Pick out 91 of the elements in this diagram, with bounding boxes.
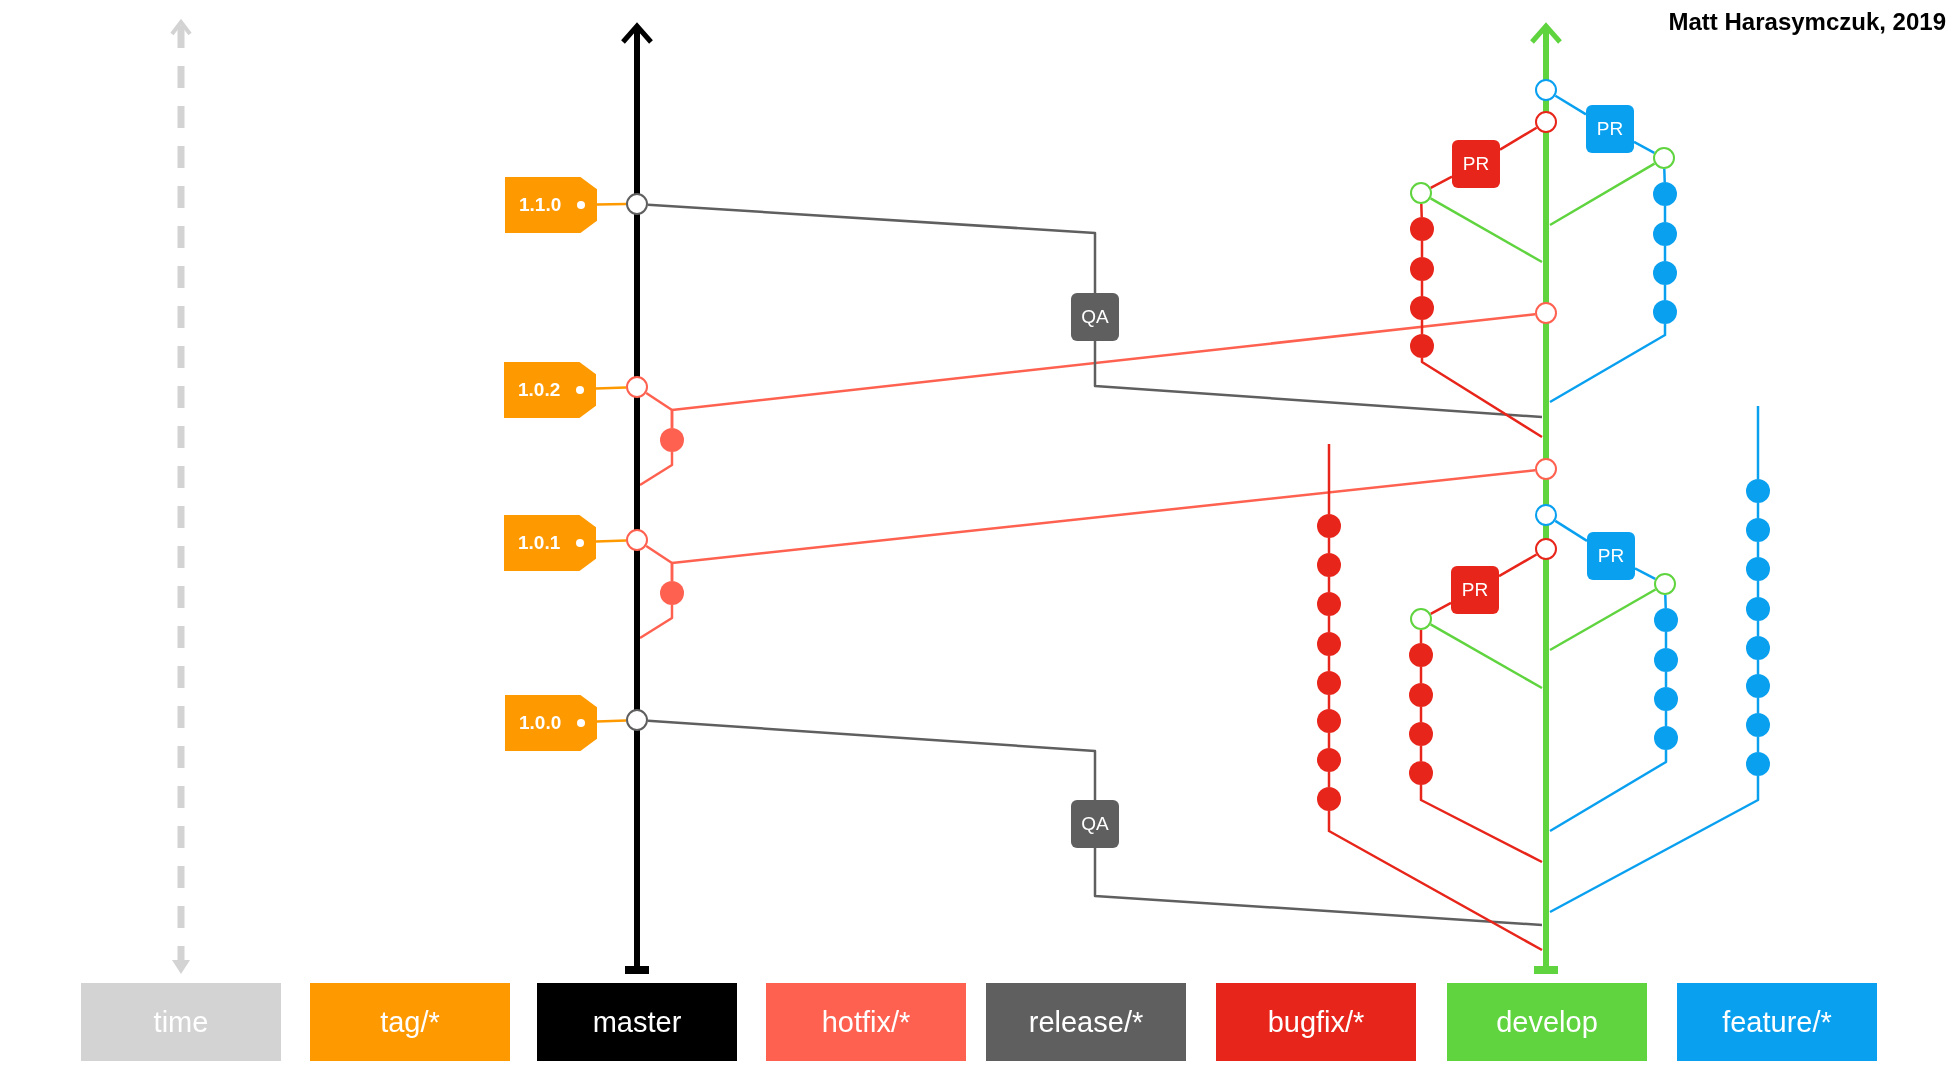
merge-commit-circle — [1653, 147, 1675, 169]
commit-dot — [660, 428, 684, 452]
branch-connector-line — [1499, 126, 1538, 151]
branch-connector-line — [1554, 94, 1587, 116]
commit-dot — [1409, 722, 1433, 746]
qa-step-box: QA — [1071, 800, 1119, 848]
commit-dot — [1746, 557, 1770, 581]
commit-dot — [1654, 726, 1678, 750]
legend-chip: feature/* — [1677, 983, 1877, 1061]
commit-dot — [1409, 643, 1433, 667]
commit-dot — [660, 581, 684, 605]
branch-connector-line — [1429, 197, 1543, 264]
qa-step-box: QA — [1071, 293, 1119, 341]
commit-dot — [1317, 553, 1341, 577]
branch-connector-line — [595, 539, 627, 543]
author-credit: Matt Harasymczuk, 2019 — [1668, 8, 1946, 36]
branch-connector-line — [1549, 776, 1760, 914]
branch-connector-line — [670, 468, 1536, 581]
branch-connector-line — [1093, 848, 1543, 927]
branch-connector-line — [1664, 594, 1667, 609]
commit-dot — [1409, 761, 1433, 785]
branch-connector-line — [1498, 553, 1538, 578]
commit-dot — [1317, 671, 1341, 695]
branch-connector-line — [647, 719, 1097, 800]
version-tag: 1.0.1 — [504, 515, 596, 571]
commit-dot — [1317, 514, 1341, 538]
legend-chip: develop — [1447, 983, 1647, 1061]
commit-dot — [1410, 217, 1434, 241]
branch-connector-line — [1549, 588, 1657, 652]
branch-connector-line — [597, 202, 626, 206]
version-tag: 1.1.0 — [505, 177, 597, 233]
branch-connector-line — [595, 386, 627, 390]
legend-chip: bugfix/* — [1216, 983, 1416, 1061]
commit-dot — [1317, 787, 1341, 811]
pull-request-box: PR — [1452, 140, 1500, 188]
branch-connector-line — [1549, 162, 1656, 227]
commit-dot — [1746, 636, 1770, 660]
commit-dot — [1653, 300, 1677, 324]
branch-connector-line — [1429, 623, 1543, 690]
branch-connector-line — [639, 605, 674, 640]
commit-dot — [1317, 709, 1341, 733]
commit-dot — [1746, 479, 1770, 503]
branch-connector-line — [639, 452, 674, 487]
branch-connector-line — [1430, 601, 1452, 615]
branch-connector-line — [596, 719, 627, 723]
merge-commit-circle — [1654, 573, 1676, 595]
commit-dot — [1654, 608, 1678, 632]
branch-connector-line — [1420, 358, 1543, 439]
commit-dot — [1409, 683, 1433, 707]
commit-dot — [1746, 597, 1770, 621]
branch-connector-line — [1634, 567, 1656, 580]
branch-connector-line — [1327, 811, 1543, 952]
commit-dot — [1653, 182, 1677, 206]
commit-dot — [1317, 748, 1341, 772]
pull-request-box: PR — [1587, 532, 1635, 580]
branch-connector-line — [1093, 341, 1543, 419]
commit-dot — [1653, 261, 1677, 285]
pull-request-box: PR — [1586, 105, 1634, 153]
commit-dot — [1317, 592, 1341, 616]
commit-dot — [1746, 713, 1770, 737]
commit-dot — [1654, 648, 1678, 672]
branch-connector-line — [1549, 750, 1668, 833]
commit-dot — [1746, 674, 1770, 698]
commit-dot — [1654, 687, 1678, 711]
commit-dot — [1410, 296, 1434, 320]
branch-connector-line — [647, 203, 1097, 293]
pull-request-box: PR — [1451, 566, 1499, 614]
branch-connector-line — [1756, 406, 1760, 479]
commit-dot — [1410, 257, 1434, 281]
branch-connector-line — [1663, 168, 1666, 183]
commit-dot — [1746, 518, 1770, 542]
branch-connector-line — [670, 312, 1536, 428]
legend-chip: tag/* — [310, 983, 510, 1061]
commit-dot — [1653, 222, 1677, 246]
commit-dot — [1317, 632, 1341, 656]
branch-connector-line — [1549, 324, 1667, 404]
version-tag: 1.0.2 — [504, 362, 596, 418]
branch-connector-line — [1419, 785, 1543, 864]
branch-connector-line — [1420, 203, 1423, 218]
branch-connector-line — [1554, 519, 1588, 542]
branch-connector-line — [1430, 175, 1453, 189]
legend-chip: release/* — [986, 983, 1186, 1061]
legend-chip: master — [537, 983, 737, 1061]
commit-dot — [1746, 752, 1770, 776]
branch-connector-line — [1327, 444, 1331, 514]
merge-commit-circle — [1410, 608, 1432, 630]
branch-connector-line — [1633, 140, 1655, 154]
commit-dot — [1410, 334, 1434, 358]
legend-chip: hotfix/* — [766, 983, 966, 1061]
version-tag: 1.0.0 — [505, 695, 597, 751]
merge-commit-circle — [1410, 182, 1432, 204]
